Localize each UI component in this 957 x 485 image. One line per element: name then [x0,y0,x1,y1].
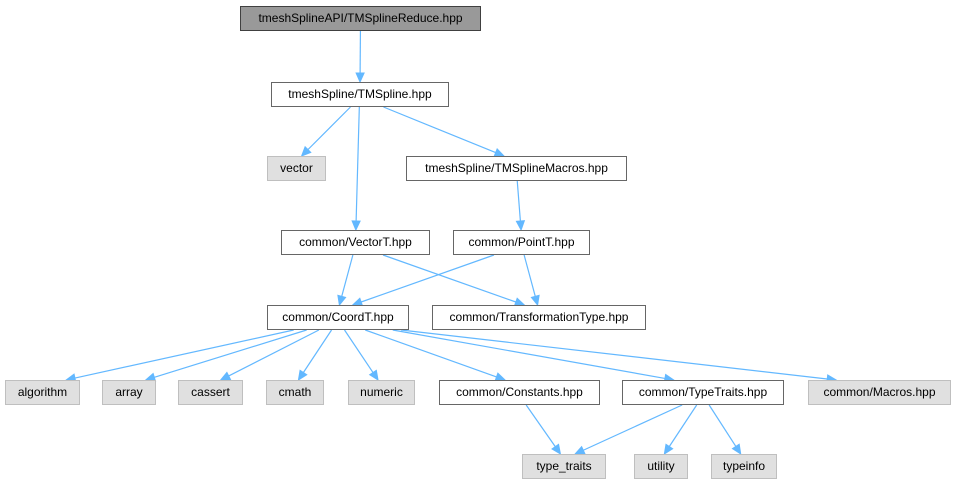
node-transformationtype-hpp[interactable]: common/TransformationType.hpp [432,305,646,330]
edge-coordt-to-cmath [302,329,333,373]
node-cassert: cassert [178,380,243,405]
edge-typetraits-to-utility [668,404,698,447]
node-algorithm: algorithm [5,380,80,405]
edge-coordt-to-constants [365,329,497,378]
arrowhead-typetraits-to-type_traits [574,445,586,455]
edge-coordt-to-array [154,329,307,378]
node-vectort-hpp[interactable]: common/VectorT.hpp [281,230,430,255]
arrowhead-typetraits-to-typeinfo [731,443,742,456]
edge-tmspline-to-macros [383,106,496,154]
edge-vectort-to-transformation [382,254,517,303]
edge-macros-to-pointt [516,180,521,222]
node-type-traits: type_traits [522,454,606,479]
arrowhead-tmspline-to-vector [300,145,312,157]
edge-coordt-to-cassert [228,329,320,377]
node-array: array [102,380,156,405]
node-common-macros-hpp: common/Macros.hpp [808,380,951,405]
edge-tmspline-to-vectort [355,106,360,222]
edge-pointt-to-coordt [360,254,495,303]
node-pointt-hpp[interactable]: common/PointT.hpp [453,230,590,255]
edge-coordt-to-algorithm [74,329,294,379]
arrowhead-macros-to-pointt [515,220,526,232]
edge-constants-to-type_traits [525,404,556,447]
edge-typetraits-to-type_traits [583,404,683,451]
edge-coordt-to-commonmacros [400,329,828,380]
node-utility: utility [634,454,688,479]
node-tmsplinemacros-hpp[interactable]: tmeshSpline/TMSplineMacros.hpp [406,156,627,181]
arrowhead-vectort-to-coordt [337,294,347,307]
arrowhead-root-to-tmspline [355,72,365,84]
node-typetraits-hpp[interactable]: common/TypeTraits.hpp [622,380,784,405]
arrowhead-coordt-to-numeric [368,369,379,382]
arrowhead-coordt-to-cassert [219,371,232,381]
node-constants-hpp[interactable]: common/Constants.hpp [439,380,600,405]
node-vector: vector [267,156,326,181]
arrowhead-coordt-to-cmath [297,369,308,382]
edge-typetraits-to-typeinfo [708,404,737,447]
arrowhead-typetraits-to-utility [663,443,674,456]
node-tmsplinereduce-hpp[interactable]: tmeshSplineAPI/TMSplineReduce.hpp [240,6,481,31]
edge-vectort-to-coordt [341,254,354,297]
node-coordt-hpp[interactable]: common/CoordT.hpp [267,305,409,330]
arrowhead-pointt-to-transformation [530,294,540,307]
node-numeric: numeric [348,380,415,405]
edge-tmspline-to-vector [307,106,351,151]
node-tmspline-hpp[interactable]: tmeshSpline/TMSpline.hpp [271,82,449,107]
arrowhead-constants-to-type_traits [551,443,562,456]
node-typeinfo: typeinfo [711,454,777,479]
edge-pointt-to-transformation [523,254,536,297]
edge-coordt-to-numeric [344,329,374,373]
arrowhead-tmspline-to-vectort [351,220,361,232]
node-cmath: cmath [266,380,324,405]
edge-coordt-to-typetraits [392,329,666,380]
